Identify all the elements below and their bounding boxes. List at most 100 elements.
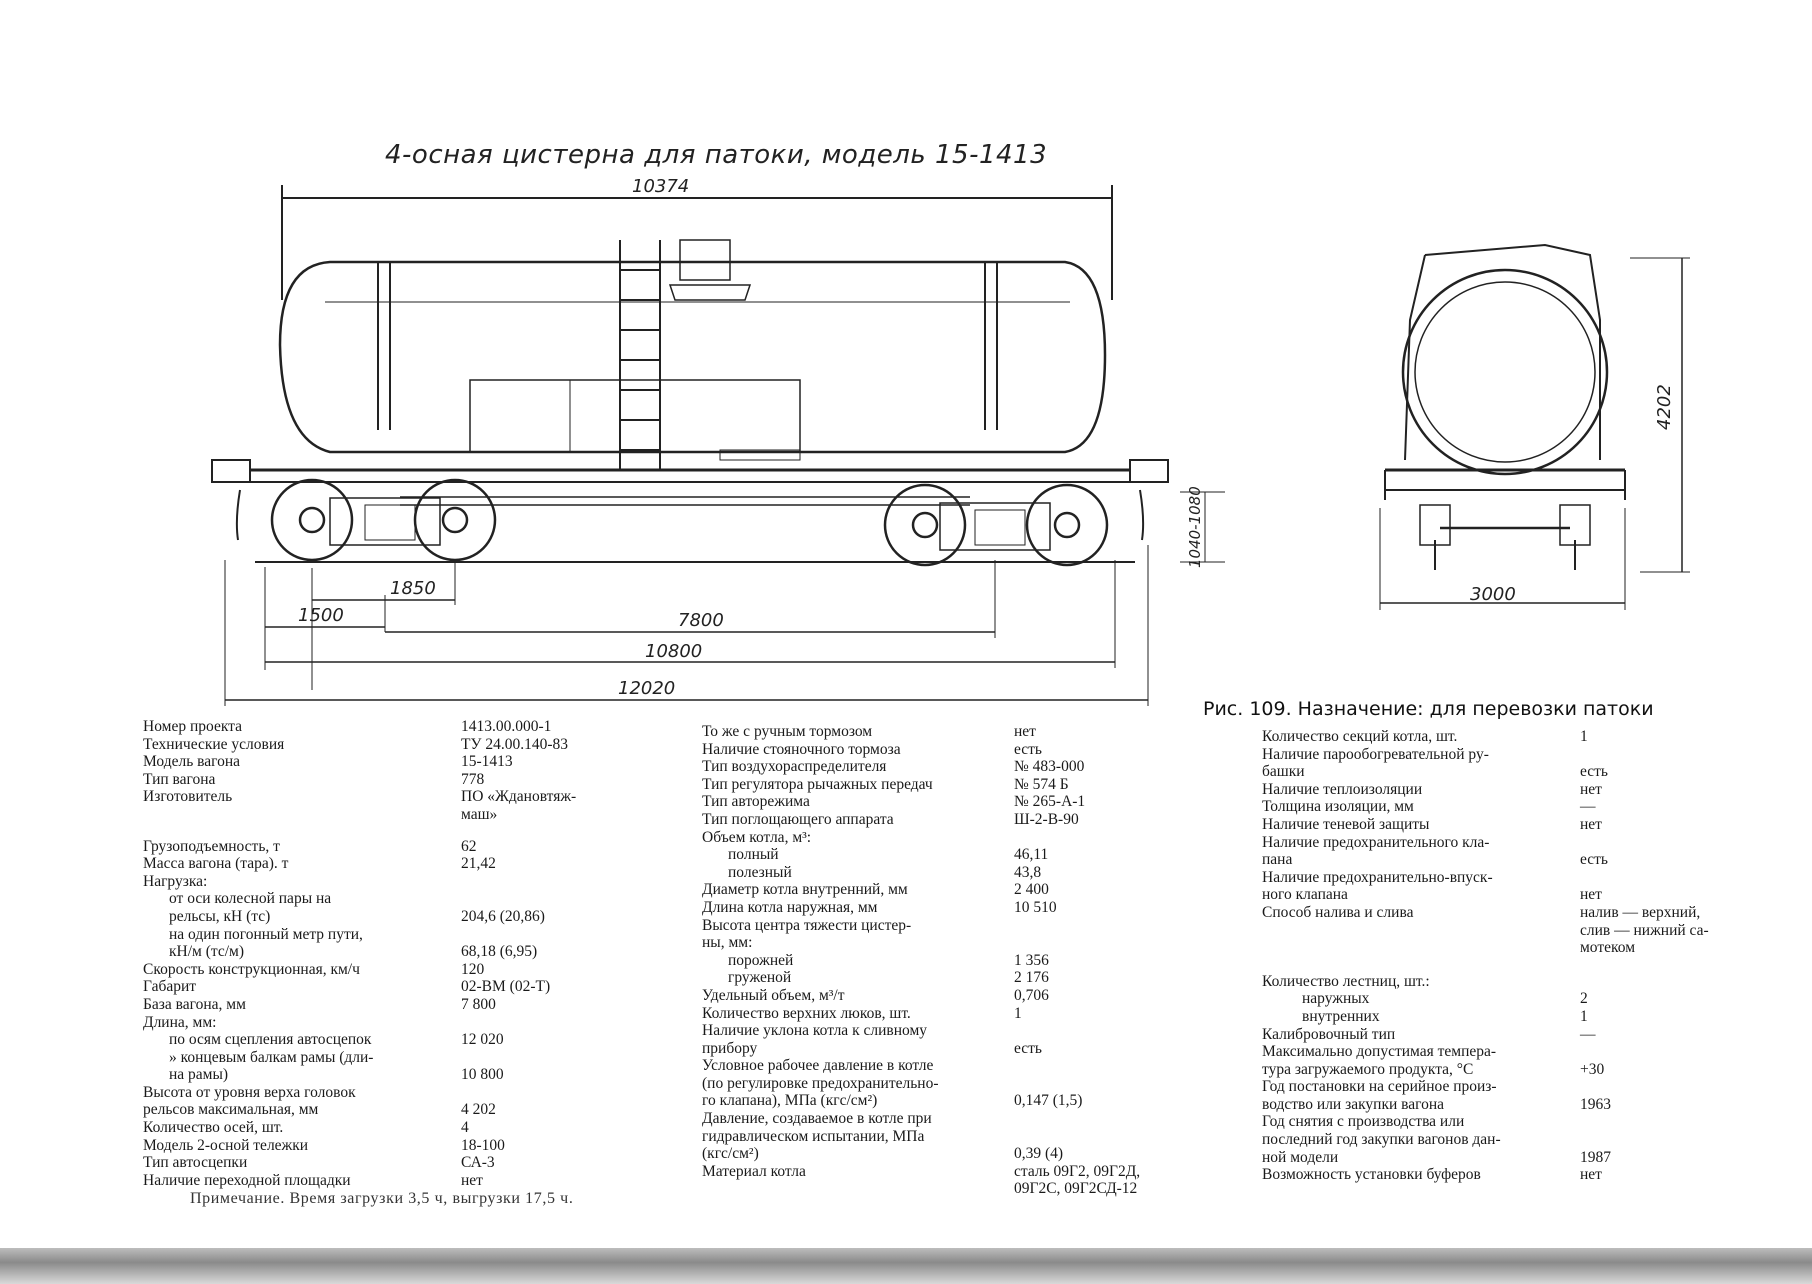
spec-value: нет — [1580, 886, 1602, 904]
spec-value: 68,18 (6,95) — [461, 943, 538, 961]
drawing-title: 4-осная цистерна для патоки, модель 15-1… — [385, 140, 1048, 170]
spec-row: Тип автосцепки СА-3 — [143, 1154, 643, 1172]
spec-row: Толщина изоляции, мм— — [1262, 798, 1767, 816]
dim-coupler-height: 1040-1080 — [1186, 486, 1204, 568]
spec-value: № 483-000 — [1014, 758, 1085, 776]
spec-value — [1014, 829, 1202, 847]
spec-label: Масса вагона (тара). т — [143, 855, 289, 873]
spec-value: 4 — [461, 1119, 469, 1137]
spec-value: 10 510 — [1014, 898, 1057, 916]
spec-row: на один погонный метр пути, кН/м (тс/м) … — [143, 926, 643, 961]
spec-value: 0,706 — [1014, 986, 1049, 1004]
spec-row: Наличие парообогревательной ру- башки ес… — [1262, 746, 1767, 781]
spec-label: Год снятия с производства или последний … — [1262, 1113, 1501, 1166]
spec-label: Тип авторежима — [702, 793, 810, 811]
spec-label: Нагрузка: — [143, 872, 208, 890]
dim-wheelbase: 7800 — [678, 610, 724, 631]
spec-value: — — [1580, 1025, 1596, 1043]
spec-row: Тип воздухораспределителя № 483-000 — [702, 758, 1202, 776]
spec-label: Материал котла — [702, 1162, 806, 1180]
spec-value: 1413.00.000-1 — [461, 718, 552, 735]
dim-height: 4202 — [1654, 384, 1675, 430]
spec-row: Технические условия ТУ 24.00.140-83 — [143, 736, 643, 754]
spec-row: от оси колесной пары на рельсы, кН (тс) … — [143, 890, 643, 925]
spec-value: 2 400 — [1014, 881, 1049, 899]
spec-label: Тип воздухораспределителя — [702, 758, 887, 776]
spec-label: полный — [728, 846, 779, 864]
spec-value: 1 — [1014, 1004, 1022, 1022]
spec-value: 1987 — [1580, 1148, 1611, 1166]
spec-label: Технические условия — [143, 735, 285, 753]
spec-label: Наличие предохранительного кла- пана — [1262, 833, 1490, 869]
spec-value: 10 800 — [461, 1066, 504, 1084]
spec-label: Тип автосцепки — [143, 1154, 248, 1172]
spec-label: Давление, создаваемое в котле при гидрав… — [702, 1110, 932, 1163]
spec-label: наружных — [1302, 990, 1370, 1008]
spec-label: Объем котла, м³: — [702, 828, 812, 846]
spec-row: Количество секций котла, шт.1 — [1262, 728, 1767, 746]
spec-value: 12 020 — [461, 1031, 504, 1049]
spec-value: 0,39 (4) — [1014, 1145, 1064, 1163]
spec-value: +30 — [1580, 1060, 1605, 1078]
spec-value: 02-ВМ (02-Т) — [461, 978, 551, 996]
spec-value: нет — [461, 1171, 483, 1189]
spec-label: Тип регулятора рычажных передач — [702, 775, 933, 793]
spec-row: То же с ручным тормозом нет — [702, 723, 1202, 741]
spec-value: № 574 Б — [1014, 775, 1069, 793]
spec-row: полный 46,11 — [702, 846, 1202, 864]
spec-value: 1 — [1580, 728, 1588, 745]
spec-value: 62 — [461, 837, 477, 855]
spec-row: Год постановки на серийное произ- водств… — [1262, 1078, 1767, 1113]
spec-value — [1580, 965, 1767, 991]
spec-row: Наличие уклона котла к сливному прибору … — [702, 1022, 1202, 1057]
spec-label: Тип вагона — [143, 770, 216, 788]
spec-label: Изготовитель — [143, 788, 233, 806]
spec-label: Высота от уровня верха головок рельсов м… — [143, 1083, 356, 1119]
spec-value: № 265-А-1 — [1014, 793, 1086, 811]
spec-value: есть — [1014, 740, 1042, 758]
spec-label: по осям сцепления автосцепок — [169, 1031, 372, 1049]
spec-label: Условное рабочее давление в котле (по ре… — [702, 1057, 939, 1110]
spec-value: нет — [1014, 723, 1036, 740]
dim-coupler-length: 12020 — [618, 678, 675, 699]
spec-label: Толщина изоляции, мм — [1262, 798, 1414, 816]
spec-value: 46,11 — [1014, 846, 1049, 864]
spec-value: есть — [1014, 1039, 1042, 1057]
spec-row: Наличие предохранительно-впуск- ного кла… — [1262, 869, 1767, 904]
spec-label: Количество верхних люков, шт. — [702, 1004, 911, 1022]
spec-row: Количество осей, шт.4 — [143, 1119, 643, 1137]
spec-label: » концевым балкам рамы (дли- на рамы) — [169, 1048, 374, 1084]
scan-bottom-bar — [0, 1248, 1812, 1284]
spec-row: Количество лестниц, шт.: — [1262, 965, 1767, 991]
spec-value — [461, 1014, 643, 1032]
dim-overhang: 1500 — [298, 605, 344, 626]
spec-label: Калибровочный тип — [1262, 1025, 1396, 1043]
spec-label: То же с ручным тормозом — [702, 723, 873, 740]
spec-value: СА-3 — [461, 1154, 495, 1172]
spec-row: Калибровочный тип — — [1262, 1026, 1767, 1044]
figure-caption: Рис. 109. Назначение: для перевозки пато… — [1203, 698, 1654, 720]
spec-row: Объем котла, м³: — [702, 829, 1202, 847]
spec-value: есть — [1580, 763, 1608, 781]
spec-label: Скорость конструкционная, км/ч — [143, 960, 360, 978]
spec-value: 0,147 (1,5) — [1014, 1092, 1083, 1110]
spec-value: ТУ 24.00.140-83 — [461, 735, 568, 753]
spec-label: Грузоподъемность, т — [143, 837, 280, 855]
spec-label: Возможность установки буферов — [1262, 1166, 1481, 1184]
